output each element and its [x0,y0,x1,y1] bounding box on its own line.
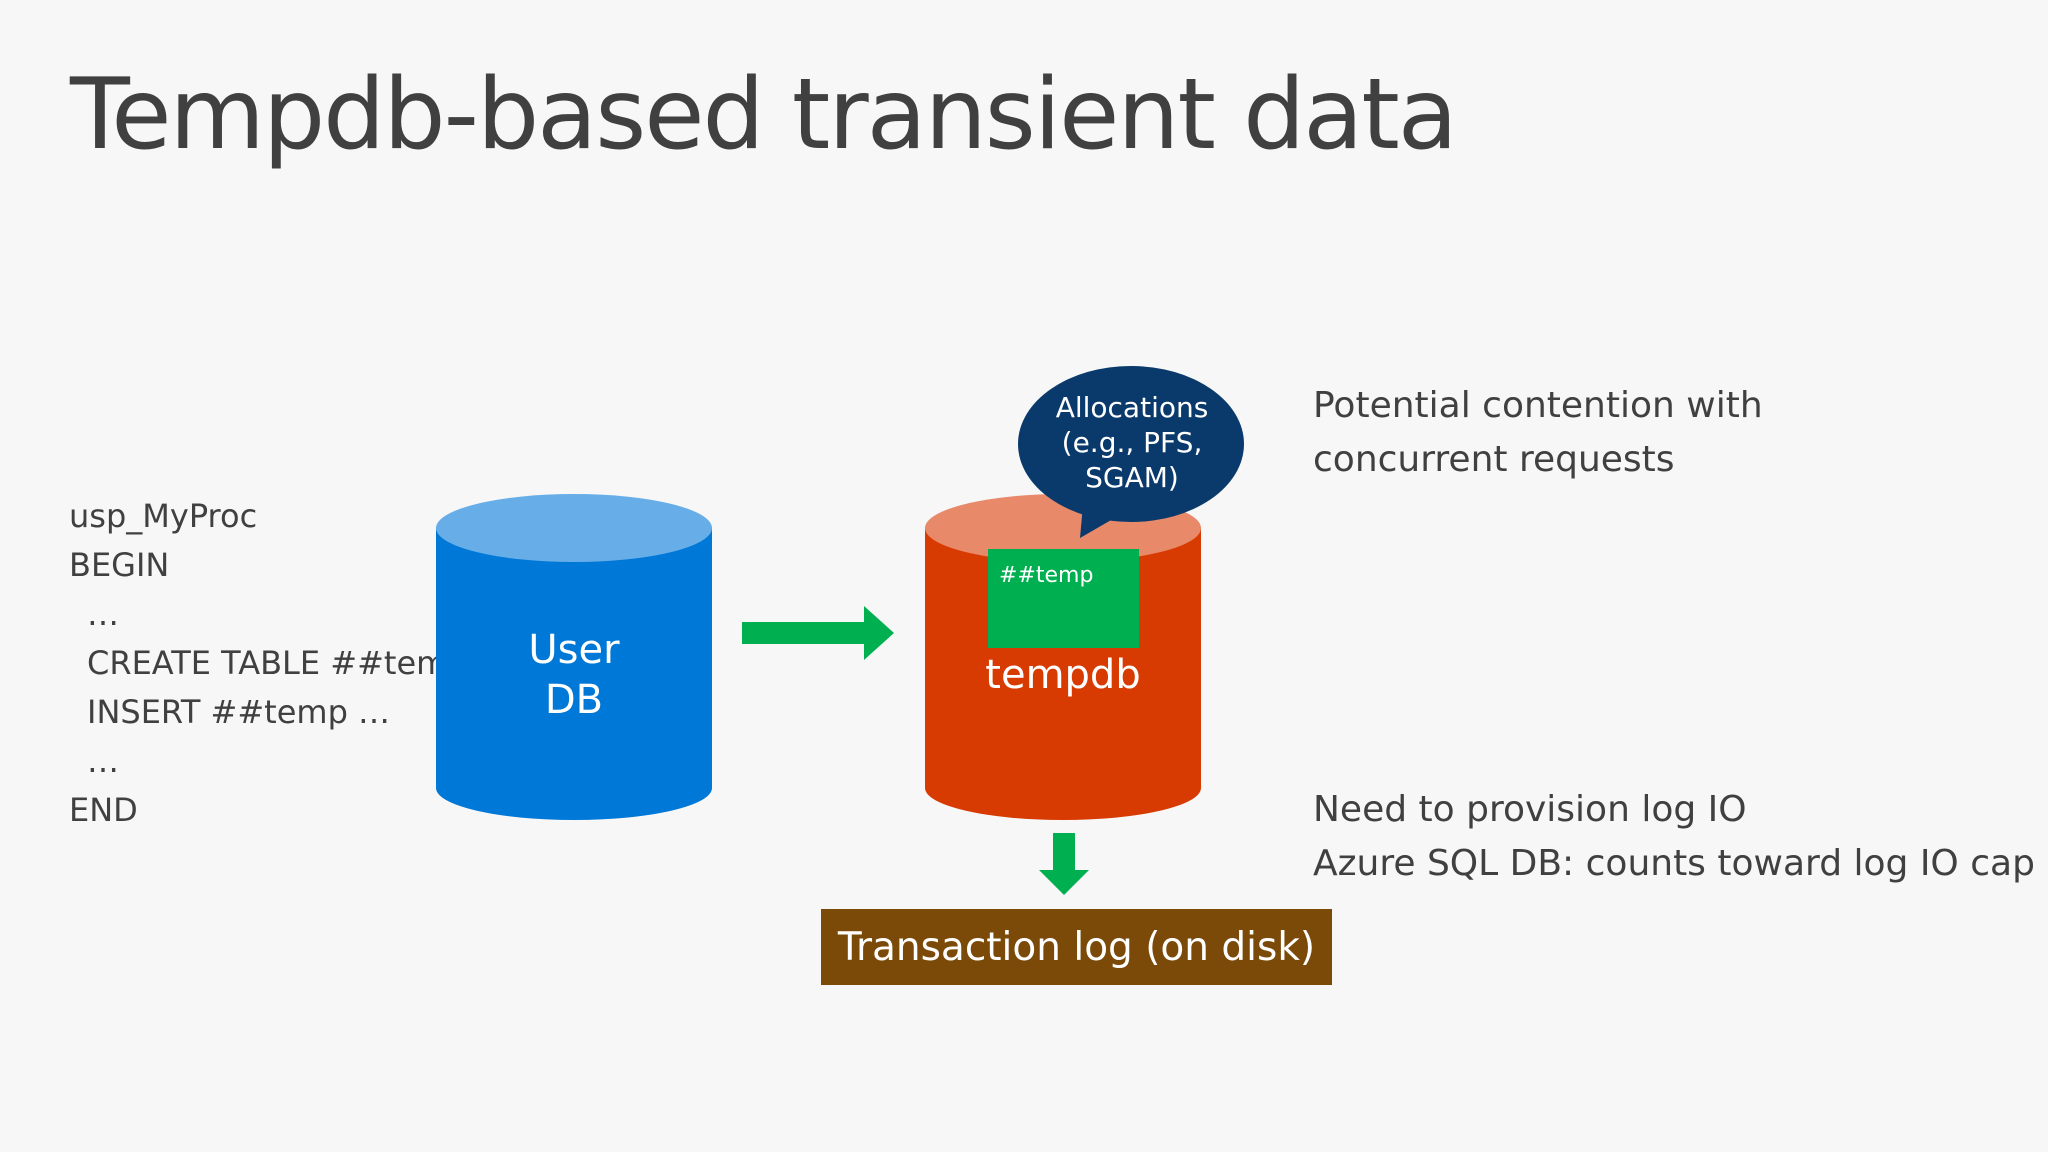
allocations-bubble-text: Allocations (e.g., PFS, SGAM) [1022,390,1242,495]
note-line: Need to provision log IO [1313,789,1747,830]
arrow-right [742,606,894,660]
bubble-text-line: Allocations [1055,391,1209,424]
user-db-label-line: User [528,627,620,673]
note-line: Azure SQL DB: counts toward log IO cap [1313,843,2035,884]
transaction-log-box: Transaction log (on disk) [821,909,1332,985]
note-line: concurrent requests [1313,439,1675,480]
user-db-label: User DB [436,625,712,725]
code-line: CREATE TABLE ##temp [87,644,468,682]
code-line: usp_MyProc [69,497,258,535]
code-line: … [87,595,119,633]
user-db-label-line: DB [544,677,604,723]
log-io-note: Need to provision log IO Azure SQL DB: c… [1313,783,2035,891]
code-line: BEGIN [69,546,170,584]
temp-table-label: ##temp [999,563,1094,588]
tempdb-label: tempdb [985,652,1141,698]
allocations-speech-bubble [1018,366,1244,538]
bubble-text-line: (e.g., PFS, [1061,426,1203,459]
code-line: END [69,791,138,829]
code-line: INSERT ##temp … [87,693,391,731]
code-line: … [87,742,119,780]
temp-table-block: ##temp [988,549,1139,648]
stored-procedure-code: usp_MyProc BEGIN … CREATE TABLE ##temp I… [69,492,468,835]
arrow-down [1039,833,1089,895]
user-db-cylinder [436,494,712,820]
note-line: Potential contention with [1313,385,1763,426]
contention-note: Potential contention with concurrent req… [1313,379,1763,487]
bubble-text-line: SGAM) [1085,461,1179,494]
tempdb-cylinder [925,494,1201,820]
slide-title: Tempdb-based transient data [70,58,1458,172]
